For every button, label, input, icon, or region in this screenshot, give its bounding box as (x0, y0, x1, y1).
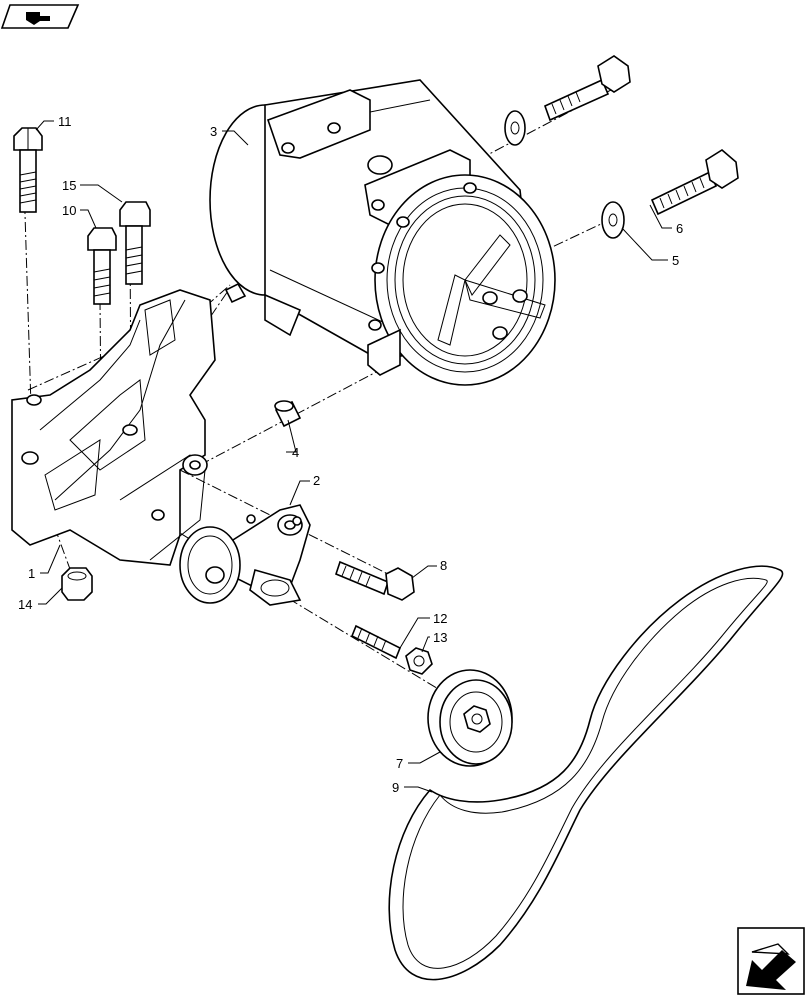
callout-4: 4 (292, 445, 299, 460)
callout-10: 10 (62, 203, 76, 218)
callout-7: 7 (396, 756, 403, 771)
callout-11: 11 (58, 114, 72, 129)
bracket-1 (11, 289, 216, 566)
upper-bolt (543, 55, 631, 122)
bolt-15 (119, 201, 151, 285)
bolt-8 (335, 560, 415, 601)
callout-1: 1 (28, 566, 35, 581)
book-pointer-icon[interactable] (0, 4, 80, 29)
callout-5: 5 (672, 253, 679, 268)
callout-2: 2 (313, 473, 320, 488)
compressor-3 (209, 79, 556, 386)
upper-washer (504, 110, 526, 146)
callout-8: 8 (440, 558, 447, 573)
leader-lines (35, 120, 672, 793)
callout-13: 13 (433, 630, 447, 645)
callout-14: 14 (18, 597, 32, 612)
nut-14 (61, 567, 93, 601)
nut-13 (405, 647, 433, 675)
callout-6: 6 (676, 221, 683, 236)
callout-3: 3 (210, 124, 217, 139)
bolt-11 (13, 127, 43, 213)
callout-9: 9 (392, 780, 399, 795)
spacer-4 (224, 282, 302, 428)
callout-12: 12 (433, 611, 447, 626)
bolt-6 (650, 149, 739, 216)
callout-15: 15 (62, 178, 76, 193)
idler-pulley-7 (427, 669, 513, 767)
belt-9 (388, 565, 784, 981)
tensioner-2 (179, 504, 311, 606)
stud-12 (350, 624, 402, 660)
bolt-10 (87, 227, 117, 305)
washer-5 (601, 201, 625, 239)
callout-labels: 11 15 10 3 4 5 6 2 8 12 13 7 9 1 14 (18, 114, 683, 795)
next-page-arrow-icon[interactable] (737, 927, 805, 995)
